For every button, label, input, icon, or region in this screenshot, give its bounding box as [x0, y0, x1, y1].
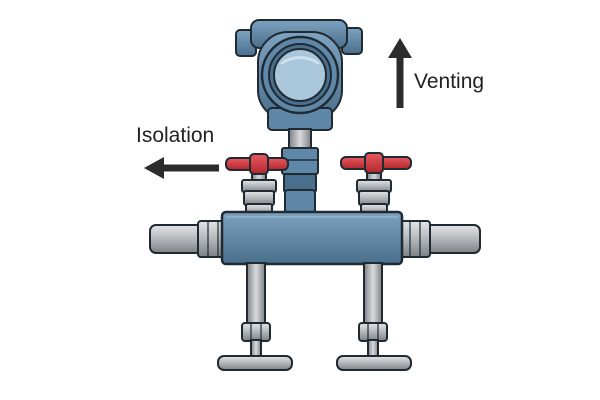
- isolation-arrow: [144, 157, 219, 179]
- right-side-pipe: [399, 220, 481, 258]
- isolation-label: Isolation: [136, 124, 215, 147]
- left-side-pipe: [149, 220, 229, 258]
- venting-arrow: [388, 38, 412, 108]
- right-venting-valve: [356, 167, 392, 217]
- left-leg-pipe: [217, 262, 293, 371]
- manifold-block: [220, 210, 404, 266]
- left-valve-handle: [225, 153, 289, 175]
- venting-label: Venting: [414, 70, 485, 93]
- right-leg-pipe: [336, 262, 412, 371]
- transmitter-head: [235, 19, 363, 131]
- transmitter-neck: [281, 128, 319, 215]
- left-isolation-valve: [241, 167, 277, 217]
- right-valve-handle: [340, 152, 412, 174]
